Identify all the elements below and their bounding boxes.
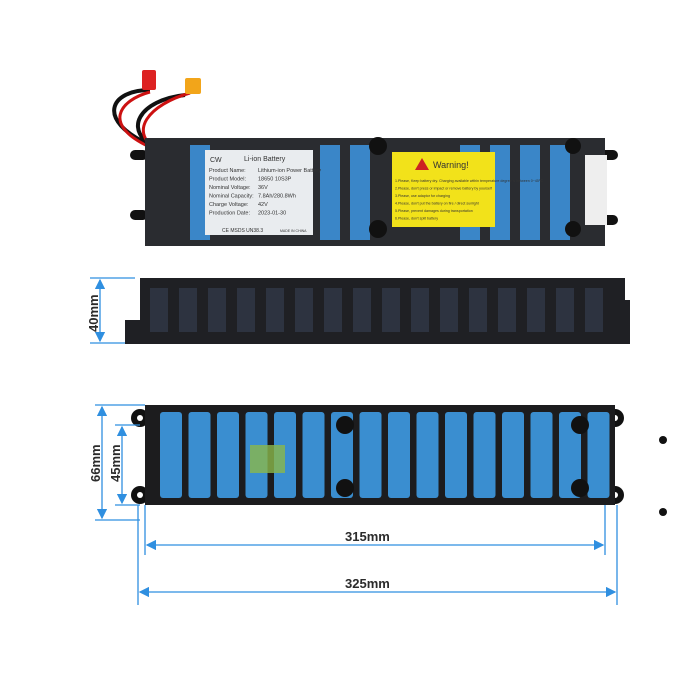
label-field-value: Lithium-ion Power Battery <box>258 168 321 174</box>
cell-side <box>208 288 226 332</box>
cell-side <box>440 288 458 332</box>
label-title: Li-ion Battery <box>244 156 286 163</box>
cell-side <box>411 288 429 332</box>
cell-side <box>237 288 255 332</box>
cell-side <box>324 288 342 332</box>
cell <box>188 412 211 498</box>
warning-item: 5.Please, prevent damages during transpo… <box>395 209 473 213</box>
label-field-name: Nominal Voltage: <box>209 185 251 191</box>
cell-side <box>382 288 400 332</box>
cell-side <box>498 288 516 332</box>
cell <box>217 412 239 498</box>
warning-item: 1.Please, Keep battery dry. Charging ava… <box>395 179 544 183</box>
battery-side-view <box>125 278 630 344</box>
cell <box>530 412 553 498</box>
label-field-value: 7.8Ah/280.8Wh <box>258 194 296 200</box>
cell-side <box>295 288 313 332</box>
warning-title: Warning! <box>433 160 469 170</box>
label-field-name: Product Name: <box>209 168 246 174</box>
cell <box>445 412 467 498</box>
cell-side <box>266 288 284 332</box>
battery-top-view: CW Li-ion Battery Product Name: Lithium-i… <box>130 137 618 246</box>
label-field-value: 18650 10S3P <box>258 177 292 183</box>
cell-side <box>179 288 197 332</box>
dim-66mm: 66mm <box>88 444 103 482</box>
cell <box>473 412 496 498</box>
cell-side <box>150 288 168 332</box>
dimension-lines <box>90 277 618 605</box>
label-field-name: Nominal Capacity: <box>209 194 254 200</box>
label-certs: CE MSDS UN38.3 <box>222 228 263 234</box>
cell <box>587 412 610 498</box>
dim-45mm: 45mm <box>108 444 123 482</box>
label-field-name: Charge Voltage: <box>209 202 249 208</box>
cell <box>559 412 581 498</box>
warning-item: 4.Please, don't put the battery on fire … <box>395 202 479 206</box>
warning-item: 3.Please, use adaptor for charging <box>395 194 450 198</box>
label-field-name: Product Model: <box>209 177 246 183</box>
dim-40mm: 40mm <box>86 294 101 332</box>
cell-side <box>585 288 603 332</box>
cell <box>302 412 325 498</box>
label-field-value: 42V <box>258 202 268 208</box>
cell-side <box>556 288 574 332</box>
dim-315mm: 315mm <box>345 529 390 544</box>
cell <box>388 412 410 498</box>
cell-side <box>353 288 371 332</box>
label-brand: CW <box>210 157 222 164</box>
cell <box>416 412 439 498</box>
label-field-value: 2023-01-30 <box>258 211 286 217</box>
battery-bottom-view <box>131 405 667 516</box>
cell-side <box>469 288 487 332</box>
warning-item: 6.Please, don't split battery <box>395 217 438 221</box>
label-field-name: Production Date: <box>209 211 250 217</box>
cell-side <box>527 288 545 332</box>
dim-325mm: 325mm <box>345 576 390 591</box>
label-origin: MADE IN CHINA <box>280 229 307 233</box>
cell <box>502 412 524 498</box>
warning-item: 2.Please, don't press or impact or remov… <box>395 187 492 191</box>
cell <box>359 412 382 498</box>
label-field-value: 36V <box>258 185 268 191</box>
cell <box>160 412 182 498</box>
